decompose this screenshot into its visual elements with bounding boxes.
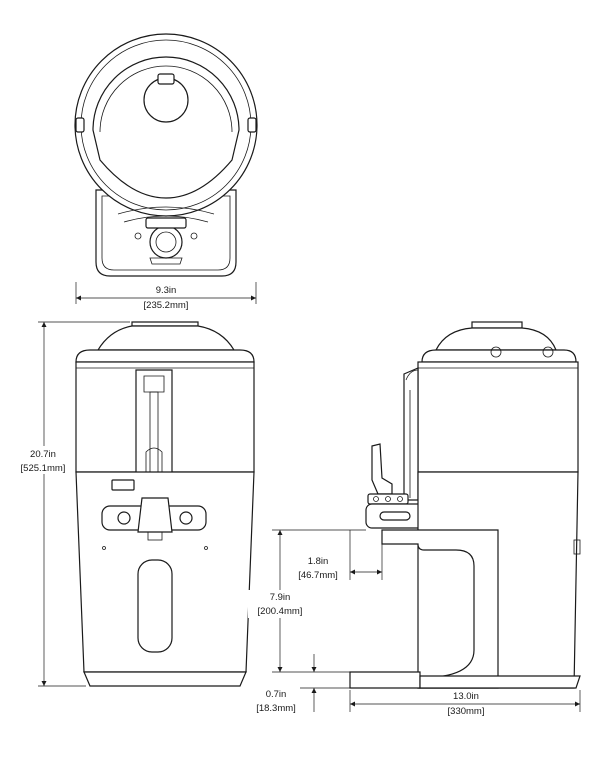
depth-metric-label: [330mm] (448, 706, 485, 717)
side-view (349, 321, 581, 689)
faucet-height-imperial-label: 7.9in (270, 592, 291, 603)
base-height-metric-label: [18.3mm] (256, 703, 296, 714)
depth-imperial-label: 13.0in (453, 691, 479, 702)
width-metric-label: [235.2mm] (144, 300, 189, 311)
height-metric-label: [525.1mm] (21, 463, 66, 474)
base-height-dimension: 0.7in [18.3mm] (256, 654, 350, 714)
faucet-offset-dimension: 1.8in [46.7mm] (298, 530, 383, 581)
front-view (75, 321, 255, 687)
base-height-imperial-label: 0.7in (266, 689, 287, 700)
depth-dimension: 13.0in [330mm] (349, 690, 581, 717)
width-imperial-label: 9.3in (156, 285, 177, 296)
height-dimension: 20.7in [525.1mm] (12, 321, 130, 687)
top-view (74, 33, 258, 277)
faucet-height-metric-label: [200.4mm] (258, 606, 303, 617)
faucet-offset-imperial-label: 1.8in (308, 556, 329, 567)
height-imperial-label: 20.7in (30, 449, 56, 460)
width-dimension: 9.3in [235.2mm] (75, 282, 257, 311)
faucet-offset-metric-label: [46.7mm] (298, 570, 338, 581)
faucet-height-dimension: 7.9in [200.4mm] (248, 529, 366, 673)
